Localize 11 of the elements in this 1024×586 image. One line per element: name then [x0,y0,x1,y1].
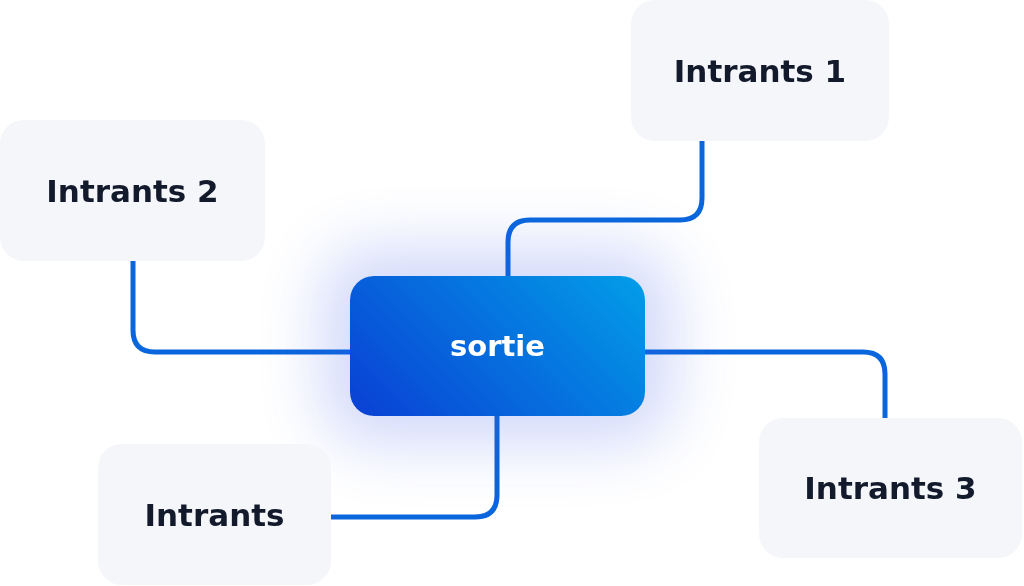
output-box [350,276,645,416]
input-box [759,418,1022,558]
node-label: Intrants [144,496,285,533]
node-label: Intrants 2 [46,172,219,209]
node-label: sortie [450,329,545,363]
node-label: Intrants 1 [673,52,847,89]
input-box [98,444,331,585]
connector-line [505,138,705,279]
input-box [0,120,265,261]
node-label: Intrants 3 [804,470,977,506]
input-box [631,0,889,141]
